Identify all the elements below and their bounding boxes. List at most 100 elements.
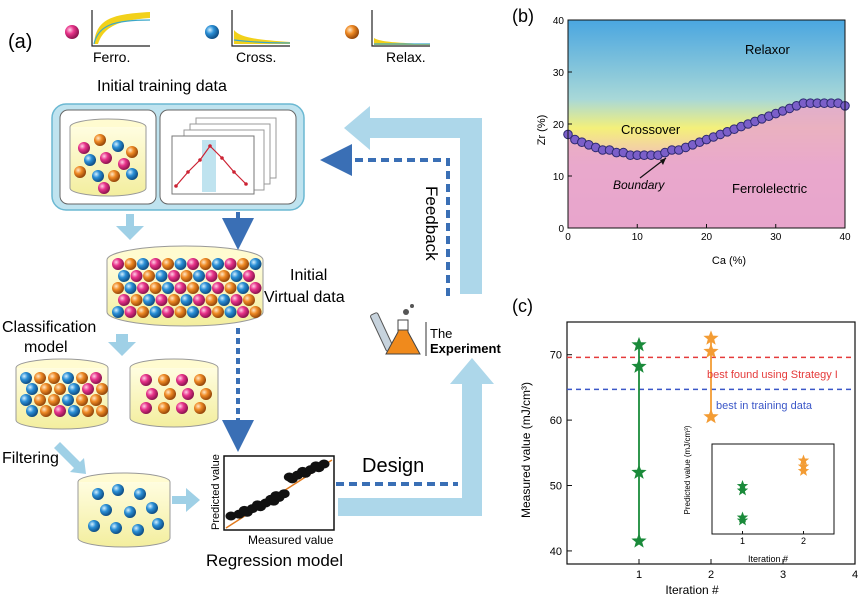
regression-point (278, 489, 290, 499)
ball (174, 258, 187, 270)
inset-ylabel: Predicted value (mJ/cm³) (683, 425, 692, 514)
ball (243, 294, 255, 306)
class-left-balls (20, 372, 108, 417)
inset-xlabel: Iteration # (748, 554, 788, 564)
ball (237, 282, 249, 294)
ball (230, 270, 243, 282)
region-crossover: Crossover (621, 122, 681, 137)
training-cylinder (69, 118, 147, 197)
class-right-balls (140, 374, 212, 414)
ball (218, 294, 230, 306)
ball (187, 282, 199, 294)
ball (90, 394, 102, 406)
ball (68, 405, 80, 417)
x-tick-label: 0 (565, 232, 571, 243)
y-tick-label: 50 (550, 481, 562, 493)
ball (26, 383, 38, 395)
ball (54, 383, 66, 395)
filtering-label: Filtering (2, 450, 59, 467)
ball (155, 294, 168, 306)
relax-ball-icon (345, 25, 359, 39)
ball (199, 306, 212, 318)
panel-c-label: (c) (512, 296, 533, 316)
ball (149, 258, 162, 270)
ball (152, 518, 164, 530)
solid-arrow-icon (108, 334, 136, 356)
ball (199, 258, 212, 270)
ball (230, 294, 243, 306)
ball (112, 306, 124, 318)
feedback-label: Feedback (422, 186, 441, 261)
design-label: Design (362, 455, 424, 477)
ball (180, 270, 193, 282)
ball (92, 488, 104, 500)
inset-x-tick-label: 1 (740, 536, 745, 546)
boundary-pointer-head (660, 158, 666, 165)
ball (187, 306, 199, 318)
y-tick-label: 40 (553, 16, 565, 27)
y-tick-label: 60 (550, 415, 562, 427)
inset-star (736, 484, 749, 496)
ball (140, 402, 152, 414)
ball (224, 282, 237, 294)
ball (20, 394, 32, 406)
ball (130, 294, 143, 306)
ball (112, 282, 124, 294)
classification-line1: Classification (2, 319, 96, 336)
ball (76, 372, 88, 384)
ball (218, 270, 230, 282)
ball (224, 258, 237, 270)
ball (243, 270, 255, 282)
initial-virtual-line2: Virtual data (264, 289, 345, 306)
ball (162, 258, 174, 270)
solid-arrow-icon (172, 488, 200, 512)
ball (174, 306, 187, 318)
ball (68, 383, 80, 395)
training-stacked-plots (171, 117, 277, 195)
ball (194, 402, 206, 414)
region-relaxor: Relaxor (745, 42, 790, 57)
regression-points (225, 459, 330, 521)
ball (212, 306, 224, 318)
x-tick-label: 30 (770, 232, 782, 243)
x-tick-label: 1 (636, 569, 642, 581)
ball (143, 294, 155, 306)
solid-arrow-icon (54, 442, 86, 474)
inset-star (736, 514, 749, 526)
y-tick-label: 20 (553, 120, 565, 131)
ball (112, 484, 124, 496)
initial-virtual-line1: Initial (290, 267, 327, 284)
ball (20, 372, 32, 384)
ball (100, 504, 112, 516)
ball (124, 258, 137, 270)
ball (162, 306, 174, 318)
x-tick-label: 2 (708, 569, 714, 581)
data-star (703, 408, 719, 424)
cross-ball-icon (205, 25, 219, 39)
y-tick-label: 0 (558, 224, 564, 235)
measured-ylabel: Measured value (mJ/cm³) (519, 382, 533, 518)
ball (40, 405, 52, 417)
x-tick-label: 40 (839, 232, 851, 243)
ball (168, 294, 180, 306)
ball (249, 306, 262, 318)
ball (149, 282, 162, 294)
filtered-balls (88, 484, 164, 536)
regression-model-label: Regression model (206, 551, 343, 570)
ball (224, 306, 237, 318)
inset-star (797, 454, 810, 466)
ball (124, 306, 137, 318)
ball (76, 394, 88, 406)
regression-ylabel: Predicted value (210, 454, 222, 530)
y-tick-label: 10 (553, 172, 565, 183)
ball (205, 270, 218, 282)
ball (180, 294, 193, 306)
ball (212, 282, 224, 294)
region-ferroelectric: Ferrolelectric (732, 181, 808, 196)
ball (158, 374, 170, 386)
ball (187, 258, 199, 270)
ball (176, 402, 188, 414)
experiment-line2: Experiment (430, 341, 501, 356)
ball (137, 306, 149, 318)
